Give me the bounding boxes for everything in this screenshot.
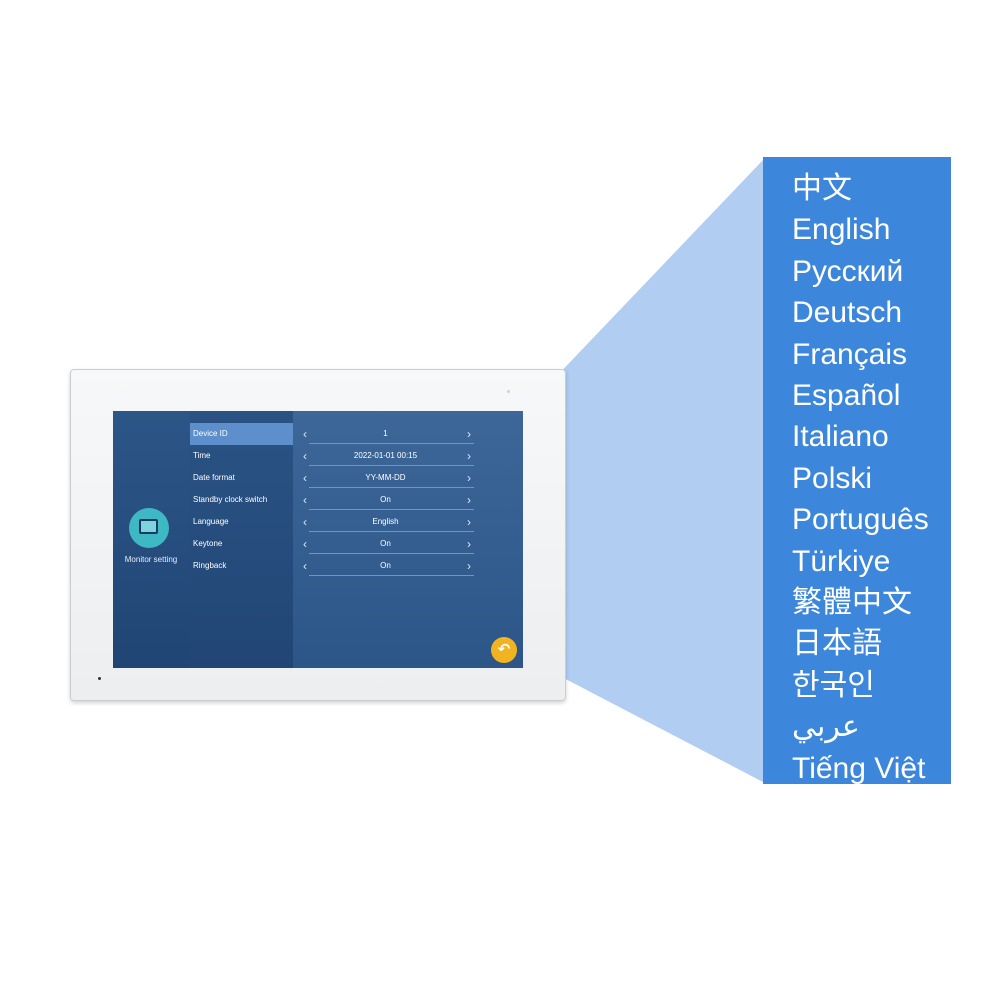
back-button[interactable]: ↶ — [491, 637, 517, 663]
chevron-right-icon[interactable]: › — [467, 449, 471, 463]
setting-label: Time — [193, 451, 211, 460]
settings-label-column — [190, 411, 293, 668]
language-option: Deutsch — [792, 296, 903, 330]
language-option: 日本語 — [792, 627, 882, 661]
settings-value-column — [293, 411, 523, 668]
language-option: Italiano — [792, 420, 889, 454]
chevron-right-icon[interactable]: › — [467, 559, 471, 573]
setting-value: YY-MM-DD — [365, 473, 406, 482]
camera-dot — [507, 390, 510, 393]
chevron-right-icon[interactable]: › — [467, 515, 471, 529]
sidebar: Monitor setting — [113, 411, 190, 668]
setting-value: 1 — [383, 429, 388, 438]
row-underline — [309, 487, 474, 488]
monitor-setting-button[interactable] — [129, 508, 169, 548]
chevron-right-icon[interactable]: › — [467, 493, 471, 507]
intercom-monitor-device: Monitor setting Device ID ‹ 1 › Time ‹ 2022-01… — [70, 369, 566, 701]
setting-label: Language — [193, 517, 229, 526]
row-underline — [309, 465, 474, 466]
back-arrow-icon: ↶ — [497, 641, 511, 658]
settings-row[interactable]: Date format ‹ YY-MM-DD › — [113, 467, 523, 489]
setting-label: Ringback — [193, 561, 227, 570]
settings-row[interactable]: Standby clock switch ‹ On › — [113, 489, 523, 511]
chevron-left-icon[interactable]: ‹ — [303, 559, 307, 573]
chevron-right-icon[interactable]: › — [467, 537, 471, 551]
settings-row[interactable]: Keytone ‹ On › — [113, 533, 523, 555]
chevron-left-icon[interactable]: ‹ — [303, 515, 307, 529]
language-option: Español — [792, 379, 901, 412]
language-option: عربي — [792, 710, 860, 744]
language-option: 한국인 — [792, 668, 875, 702]
settings-row[interactable]: Time ‹ 2022-01-01 00:15 › — [113, 445, 523, 467]
row-underline — [309, 575, 474, 576]
settings-row[interactable]: Device ID ‹ 1 › — [113, 423, 523, 445]
row-underline — [309, 553, 474, 554]
settings-row[interactable]: Ringback ‹ On › — [113, 555, 523, 577]
setting-label: Keytone — [193, 539, 223, 548]
setting-value: On — [380, 495, 391, 504]
language-option: Français — [792, 337, 908, 371]
chevron-left-icon[interactable]: ‹ — [303, 471, 307, 485]
setting-value: English — [372, 517, 399, 526]
chevron-right-icon[interactable]: › — [467, 471, 471, 485]
chevron-left-icon[interactable]: ‹ — [303, 427, 307, 441]
setting-label: Device ID — [190, 423, 293, 445]
row-underline — [309, 443, 474, 444]
language-option: Русский — [792, 254, 904, 288]
settings-row[interactable]: Language ‹ English › — [113, 511, 523, 533]
setting-label: Standby clock switch — [193, 495, 268, 504]
chevron-right-icon[interactable]: › — [467, 427, 471, 441]
language-option: Polski — [792, 461, 873, 495]
language-option: Türkiye — [792, 544, 891, 578]
monitor-setting-label: Monitor setting — [124, 555, 178, 564]
language-option: Tiếng Việt — [792, 751, 926, 785]
chevron-left-icon[interactable]: ‹ — [303, 537, 307, 551]
language-option: English — [792, 213, 891, 247]
device-screen: Monitor setting Device ID ‹ 1 › Time ‹ 2022-01… — [113, 411, 523, 668]
row-underline — [309, 531, 474, 532]
setting-value: 2022-01-01 00:15 — [353, 451, 418, 460]
language-option: Português — [792, 503, 929, 537]
setting-value: On — [380, 539, 391, 548]
language-option: 繁體中文 — [792, 586, 912, 619]
chevron-left-icon[interactable]: ‹ — [303, 493, 307, 507]
chevron-left-icon[interactable]: ‹ — [303, 449, 307, 463]
language-option: 中文 — [792, 172, 852, 205]
status-led — [98, 677, 101, 680]
setting-value: On — [380, 561, 391, 570]
monitor-icon — [139, 519, 158, 534]
setting-label: Date format — [193, 473, 235, 482]
row-underline — [309, 509, 474, 510]
